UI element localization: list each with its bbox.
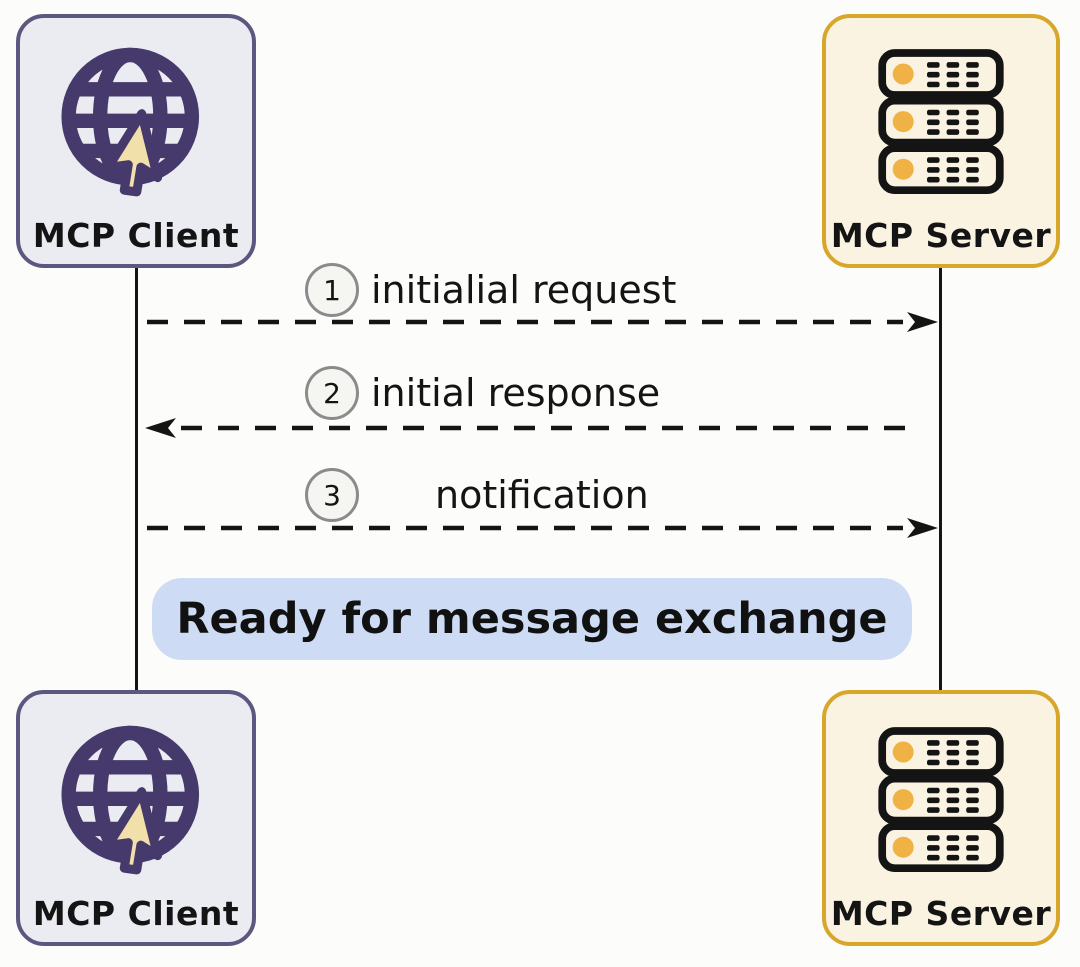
message-1-text: initialial request: [371, 268, 677, 312]
message-1-arrow-right: [147, 312, 938, 332]
actor-label: MCP Server: [830, 215, 1052, 255]
message-3-number: 3: [305, 468, 359, 522]
message-1-number: 1: [305, 263, 359, 317]
actor-client-top: MCP Client: [16, 14, 256, 268]
globe-cursor-icon: [61, 47, 200, 197]
message-2-label: 2 initial response: [305, 366, 660, 420]
message-2-number: 2: [305, 366, 359, 420]
actor-label: MCP Client: [32, 215, 240, 255]
ready-banner: Ready for message exchange: [152, 578, 912, 660]
message-2-text: initial response: [371, 371, 661, 415]
message-1-label: 1 initialial request: [305, 263, 676, 317]
actor-label: MCP Server: [830, 893, 1052, 933]
message-3-label: 3 notification: [305, 468, 649, 522]
globe-cursor-icon: [61, 725, 200, 875]
message-2-arrow-left: [145, 418, 921, 438]
server-stack-icon: [878, 48, 1004, 194]
actor-label: MCP Client: [32, 893, 240, 933]
message-3-arrow-right: [147, 518, 938, 538]
client-lifeline: [135, 268, 138, 690]
actor-client-bottom: MCP Client: [16, 690, 256, 946]
server-lifeline: [939, 268, 942, 690]
server-stack-icon: [878, 726, 1004, 872]
actor-server-bottom: MCP Server: [822, 690, 1060, 946]
message-3-text: notification: [435, 473, 649, 517]
actor-server-top: MCP Server: [822, 14, 1060, 268]
